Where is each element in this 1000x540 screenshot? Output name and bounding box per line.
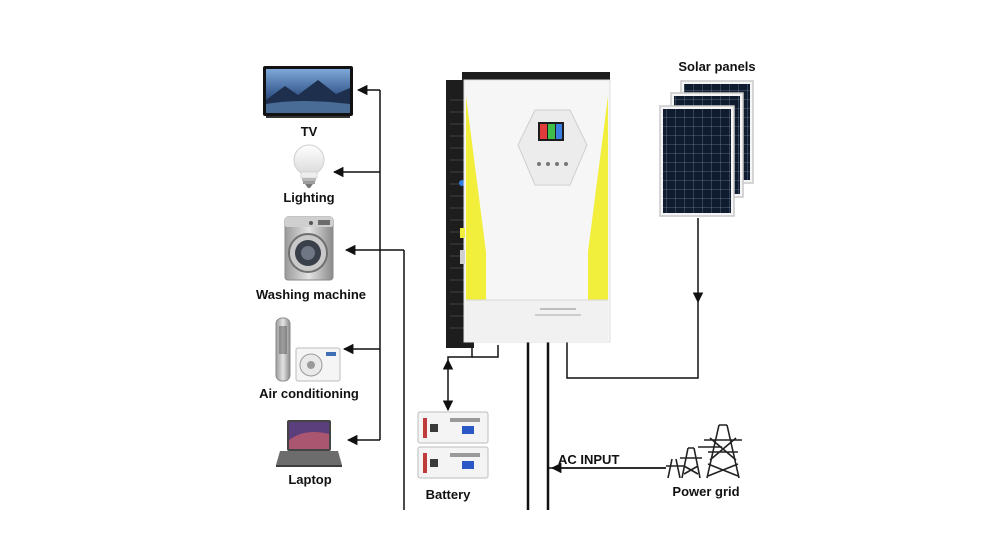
ac-input-label: AC INPUT <box>558 452 620 467</box>
power-grid-icon <box>666 424 742 479</box>
lighting-label: Lighting <box>283 190 335 205</box>
air-conditioning-label: Air conditioning <box>259 386 359 401</box>
battery-label: Battery <box>425 487 471 502</box>
solar-panels-icon <box>659 80 754 217</box>
battery-link-top <box>447 345 473 360</box>
solar-to-inverter <box>566 302 699 379</box>
laptop-label: Laptop <box>288 472 332 487</box>
output-bus <box>332 84 381 446</box>
laptop-icon <box>276 420 342 467</box>
battery-link <box>442 345 499 412</box>
inverter-down-lines <box>526 335 550 510</box>
washing-machine-label: Washing machine <box>255 287 367 302</box>
battery-icon <box>417 411 489 479</box>
solar-line <box>566 218 704 379</box>
power-grid-label: Power grid <box>672 484 740 499</box>
tv-label: TV <box>300 124 318 139</box>
tv-icon <box>263 66 353 118</box>
air-conditioner-icon <box>275 317 341 382</box>
washing-line <box>344 244 405 510</box>
solar-inverter <box>446 72 611 348</box>
washing-machine-icon <box>284 216 334 281</box>
light-bulb-icon <box>293 144 325 188</box>
solar-panels-label: Solar panels <box>678 59 756 74</box>
